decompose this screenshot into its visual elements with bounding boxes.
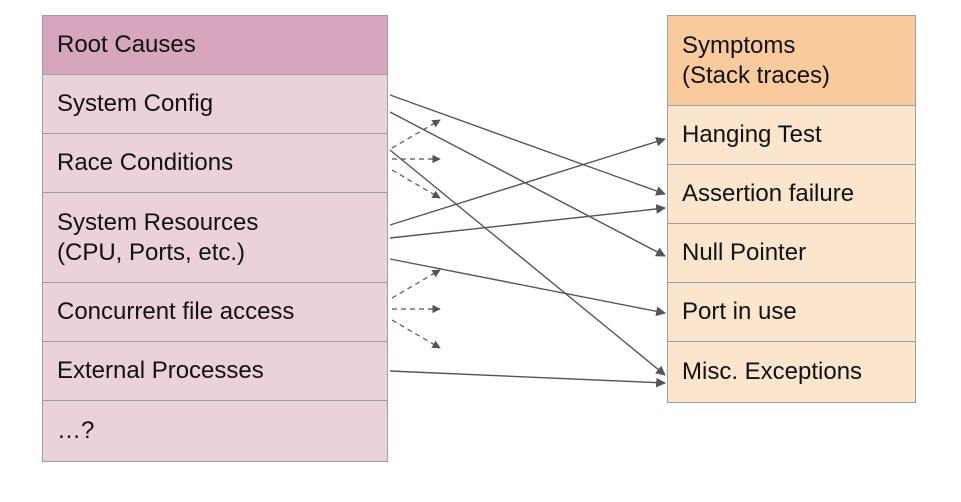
- cause-system-resources: System Resources (CPU, Ports, etc.): [42, 192, 388, 283]
- root-causes-table: Root Causes System Config Race Condition…: [42, 15, 388, 462]
- arrow-system-config-to-null-pointer: [389, 111, 666, 257]
- arrow-race-conditions-to-misc-exceptions: [389, 149, 666, 376]
- symptoms-table: Symptoms (Stack traces) Hanging Test Ass…: [667, 15, 916, 403]
- arrow-system-resources-to-hanging-test: [389, 136, 666, 226]
- dashed-arrow-file-down: [391, 319, 441, 349]
- symptom-assertion-failure: Assertion failure: [667, 164, 916, 224]
- arrow-external-processes-to-misc-exceptions: [389, 370, 666, 388]
- arrow-system-resources-to-port-in-use: [389, 258, 666, 317]
- cause-unknown: …?: [42, 400, 388, 462]
- arrow-system-resources-to-assertion-failure: [389, 204, 666, 239]
- symptom-hanging-test: Hanging Test: [667, 105, 916, 165]
- cause-concurrent-file-access: Concurrent file access: [42, 282, 388, 342]
- dashed-arrow-race-down: [391, 169, 441, 199]
- root-causes-header: Root Causes: [42, 15, 388, 75]
- symptom-port-in-use: Port in use: [667, 282, 916, 342]
- cause-system-config: System Config: [42, 74, 388, 134]
- symptoms-header: Symptoms (Stack traces): [667, 15, 916, 106]
- cause-external-processes: External Processes: [42, 341, 388, 401]
- dashed-arrow-file-up: [391, 269, 441, 299]
- symptom-misc-exceptions: Misc. Exceptions: [667, 341, 916, 403]
- dashed-arrow-race-up: [391, 119, 441, 149]
- arrow-system-config-to-assertion-failure: [389, 94, 666, 196]
